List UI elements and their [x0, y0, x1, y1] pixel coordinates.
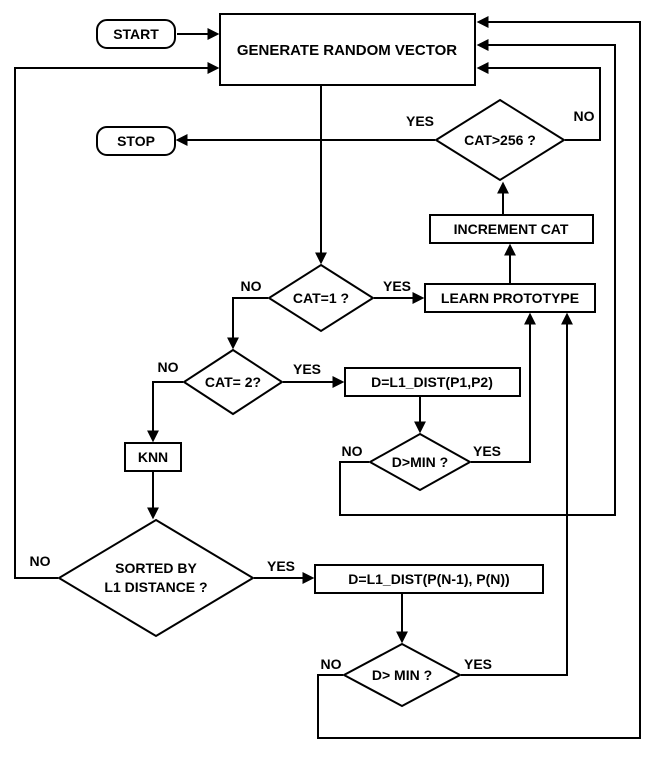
- cat256-decision-shape: [434, 98, 566, 182]
- knn-process-shape: [124, 442, 182, 472]
- label-sorted-yes: YES: [267, 558, 295, 574]
- dmin1-decision-shape: [367, 432, 473, 492]
- label-sorted-no: NO: [30, 553, 51, 569]
- label-cat2-yes: YES: [293, 361, 321, 377]
- increment-label: INCREMENT CAT: [454, 221, 569, 237]
- start-label: START: [113, 26, 159, 42]
- label-cat2-no: NO: [158, 359, 179, 375]
- learn-label: LEARN PROTOTYPE: [441, 290, 579, 306]
- label-cat1-no: NO: [241, 278, 262, 294]
- generate-process-shape: [219, 13, 476, 86]
- dist2-label: D=L1_DIST(P(N-1), P(N)): [348, 571, 509, 587]
- dist1-label: D=L1_DIST(P1,P2): [371, 374, 493, 390]
- node-sorted-by-l1-distance: SORTED BY L1 DISTANCE ?: [57, 518, 255, 638]
- learn-process-shape: [424, 283, 596, 313]
- node-cat-eq-2: CAT= 2?: [182, 348, 284, 416]
- generate-label: GENERATE RANDOM VECTOR: [237, 42, 457, 59]
- node-cat-gt-256: CAT>256 ?: [434, 98, 566, 182]
- edge-cat1-no-to-cat2: [227, 297, 268, 350]
- node-increment-cat: INCREMENT CAT: [429, 214, 594, 244]
- label-cat1-yes: YES: [383, 278, 411, 294]
- node-d-gt-min-2: D> MIN ?: [341, 642, 463, 708]
- cat2-label: CAT= 2?: [205, 374, 261, 390]
- sorted-label-line1: SORTED BY: [115, 560, 197, 576]
- edge-cat256-no-to-generate: [476, 62, 601, 141]
- node-knn: KNN: [124, 442, 182, 472]
- dist1-process-shape: [344, 367, 521, 397]
- cat256-label: CAT>256 ?: [464, 132, 536, 148]
- start-terminator-shape: [96, 19, 176, 49]
- edge-cat2-no-to-knn: [147, 381, 183, 443]
- cat1-label: CAT=1 ?: [293, 290, 349, 306]
- label-cat256-no: NO: [574, 108, 595, 124]
- edge-dmin1-yes-to-learn: [471, 312, 536, 463]
- dist2-process-shape: [314, 564, 544, 594]
- cat1-decision-shape: [267, 263, 375, 333]
- label-dmin2-yes: YES: [464, 656, 492, 672]
- label-dmin2-no: NO: [321, 656, 342, 672]
- sorted-decision-shape: [57, 518, 255, 638]
- node-dist-p1-p2: D=L1_DIST(P1,P2): [344, 367, 521, 397]
- node-cat-eq-1: CAT=1 ?: [267, 263, 375, 333]
- node-d-gt-min-1: D>MIN ?: [367, 432, 473, 492]
- knn-label: KNN: [138, 449, 168, 465]
- increment-process-shape: [429, 214, 594, 244]
- cat2-decision-shape: [182, 348, 284, 416]
- edge-dmin1-no-to-generate: [339, 39, 616, 516]
- stop-label: STOP: [117, 133, 155, 149]
- dmin2-label: D> MIN ?: [372, 667, 432, 683]
- edge-sorted-no-to-generate: [14, 62, 220, 579]
- sorted-label-line2: L1 DISTANCE ?: [104, 579, 207, 595]
- edge-labels: YES NO YES NO YES NO YES NO YES NO YES N…: [30, 108, 595, 672]
- node-start: START: [96, 19, 176, 49]
- label-dmin1-yes: YES: [473, 443, 501, 459]
- label-dmin1-no: NO: [342, 443, 363, 459]
- node-generate-random-vector: GENERATE RANDOM VECTOR: [219, 13, 476, 86]
- node-dist-pn: D=L1_DIST(P(N-1), P(N)): [314, 564, 544, 594]
- node-learn-prototype: LEARN PROTOTYPE: [424, 283, 596, 313]
- stop-terminator-shape: [96, 126, 176, 156]
- node-stop: STOP: [96, 126, 176, 156]
- edges: [14, 16, 641, 739]
- dmin1-label: D>MIN ?: [392, 454, 448, 470]
- label-cat256-yes: YES: [406, 113, 434, 129]
- edge-dmin2-no-to-generate: [317, 16, 641, 739]
- edge-dmin2-yes-to-learn: [461, 312, 573, 676]
- dmin2-decision-shape: [341, 642, 463, 708]
